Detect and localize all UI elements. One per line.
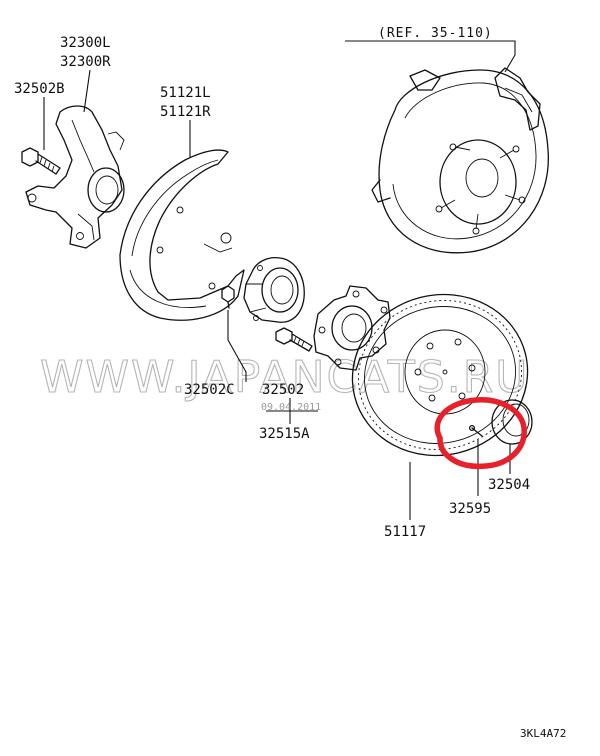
bolt-32502 — [275, 327, 313, 352]
steering-knuckle — [25, 105, 125, 249]
ref-label: (REF. 35-110) — [378, 26, 493, 41]
label-bearing-bolt: 32502 — [262, 382, 304, 398]
label-hub-assembly: 32515A — [259, 426, 310, 442]
label-dust-cover-r: 51121R — [160, 104, 211, 120]
bolt-32502c — [221, 285, 235, 309]
label-hub-cap: 32504 — [488, 477, 530, 493]
highlight-circle — [434, 397, 527, 470]
leader-bolt-c — [227, 310, 247, 382]
drawing-code: 3KL4A72 — [520, 727, 566, 740]
label-dust-cover-l: 51121L — [160, 85, 211, 101]
rotor-screw — [468, 424, 483, 437]
leader-knuckle — [83, 69, 91, 113]
label-knuckle-r: 32300R — [60, 54, 111, 70]
label-rotor-screw: 32595 — [449, 501, 491, 517]
label-bearing-bolt-c: 32502C — [184, 382, 235, 398]
hub-cap — [491, 399, 533, 445]
label-knuckle-l: 32300L — [60, 35, 111, 51]
date-stamp: 09.04.2011 — [261, 402, 321, 413]
label-brake-rotor: 51117 — [384, 524, 426, 540]
dust-cover — [119, 149, 245, 321]
watermark: WWW.JAPANCATS.RU — [40, 352, 529, 403]
knuckle-bolt — [21, 147, 61, 175]
label-knuckle-bolt: 32502B — [14, 81, 65, 97]
leader-hub — [266, 398, 318, 424]
bearing-housing — [243, 256, 305, 323]
ref-leader — [345, 40, 516, 73]
brake-rotor — [351, 293, 529, 457]
caliper-assembly — [371, 67, 549, 254]
